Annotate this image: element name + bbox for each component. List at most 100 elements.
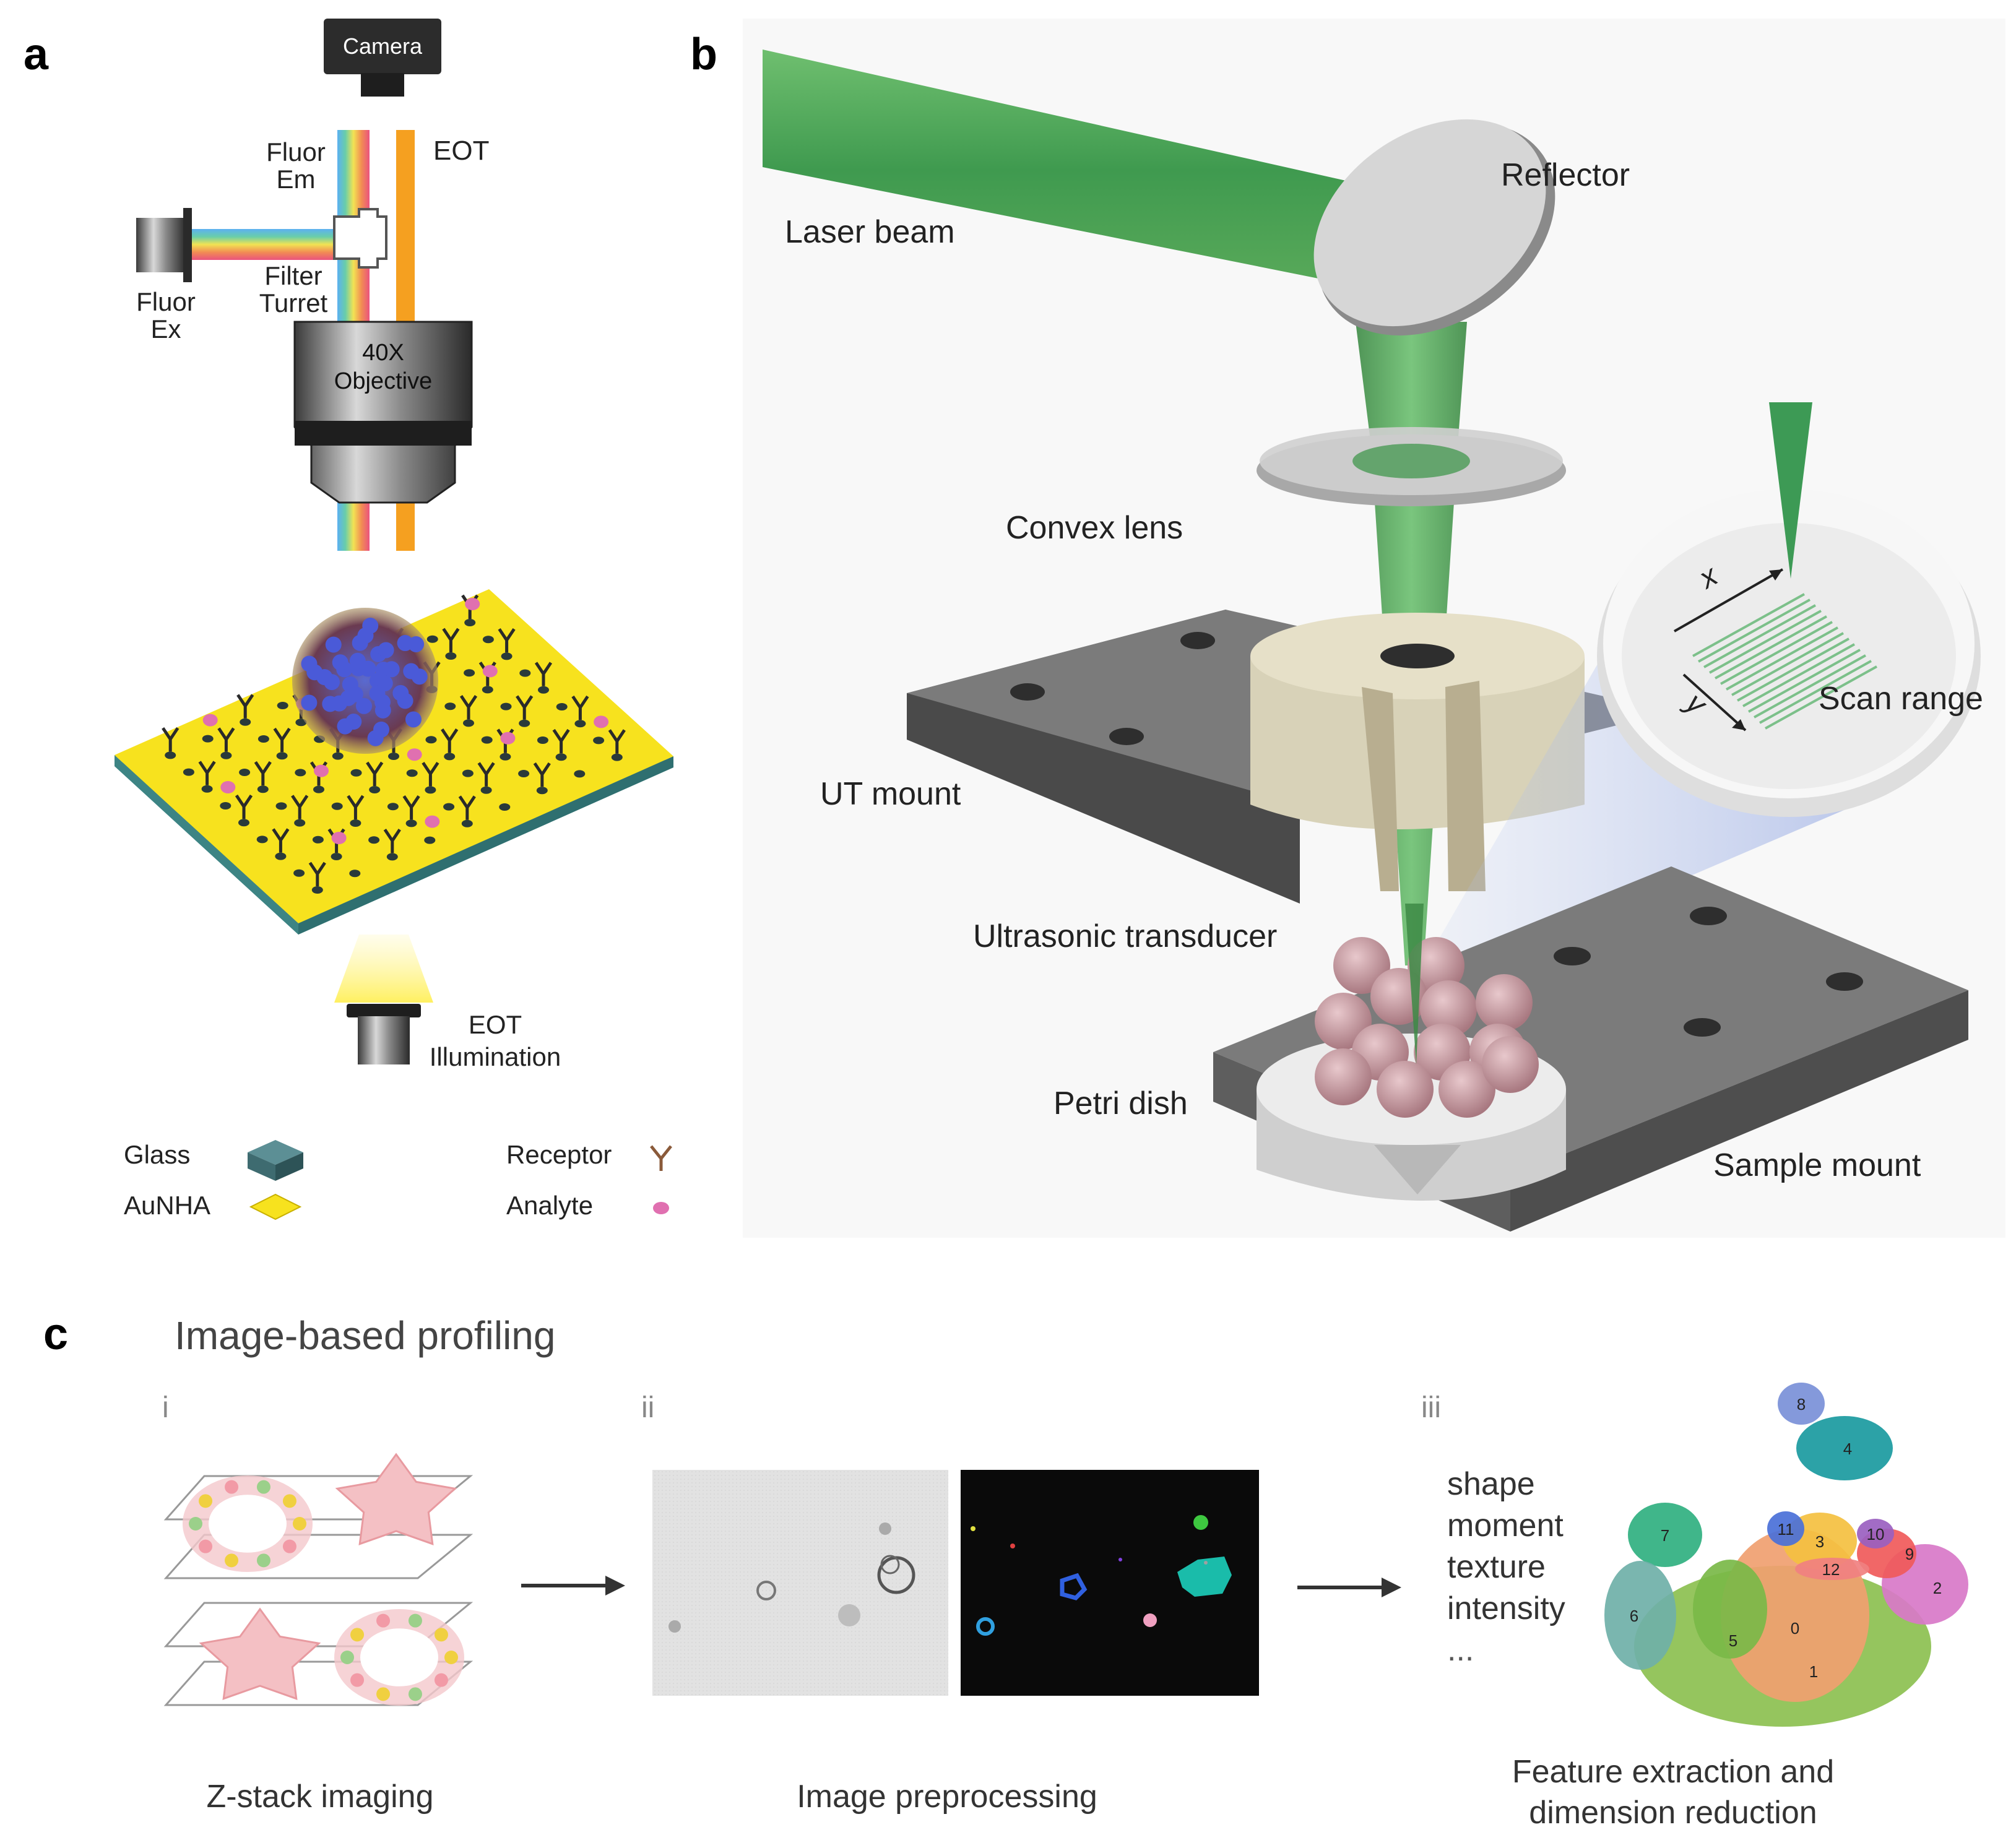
nanohole	[461, 819, 473, 827]
panel-b-letter: b	[690, 30, 717, 79]
umap-cluster-label-2: 2	[1933, 1579, 1942, 1597]
organoid-cell	[405, 711, 422, 728]
umap-cluster-8	[1778, 1383, 1825, 1425]
nanohole	[538, 686, 549, 694]
organoid-cell	[378, 642, 394, 658]
spheroid	[1377, 1061, 1434, 1118]
nanohole	[350, 819, 361, 827]
nanohole	[555, 753, 567, 761]
umap-cluster-label-10: 10	[1867, 1525, 1885, 1544]
nanohole	[593, 736, 605, 745]
eot-illumination-label-2: Illumination	[430, 1042, 561, 1071]
spheroid	[1476, 974, 1533, 1031]
organoid-cell	[340, 689, 357, 706]
organoid-cell	[282, 1494, 296, 1508]
arrow-2-icon	[1297, 1578, 1401, 1597]
legend-glass-label: Glass	[124, 1140, 190, 1169]
receptor	[422, 762, 439, 787]
receptor	[571, 695, 589, 720]
umap-cluster-label-4: 4	[1843, 1440, 1852, 1458]
organoid-cell	[332, 654, 348, 671]
nanohole	[238, 819, 249, 827]
scan-range-inset: x y	[1597, 402, 1981, 817]
organoid-cell	[408, 636, 425, 652]
nanohole	[295, 719, 307, 727]
legend-receptor-label: Receptor	[506, 1140, 612, 1169]
umap-cluster-label-7: 7	[1661, 1526, 1669, 1545]
analyte	[425, 815, 440, 828]
organoid-cell	[293, 1517, 306, 1531]
analyte	[500, 732, 516, 745]
umap-cluster-label-8: 8	[1797, 1395, 1806, 1414]
reflector-icon	[1313, 119, 1555, 336]
filter-turret-label-2: Turret	[259, 288, 328, 317]
scan-line	[1731, 632, 1844, 696]
organoid-cell	[301, 655, 318, 672]
ultrasonic-transducer-label: Ultrasonic transducer	[973, 918, 1277, 954]
receptor	[308, 861, 326, 886]
objective-icon: 40X Objective	[293, 321, 473, 504]
panel-a-letter: a	[24, 30, 49, 79]
analyte	[407, 748, 422, 761]
nanohole	[165, 751, 176, 759]
spheroid	[1482, 1036, 1539, 1093]
receptor	[477, 762, 495, 787]
receptor	[534, 662, 553, 686]
analyte	[594, 715, 609, 728]
organoid-cell	[316, 669, 333, 686]
nanohole	[464, 669, 475, 677]
organoid-cell	[374, 702, 391, 719]
spheroid	[1438, 1061, 1495, 1118]
scan-line	[1698, 598, 1811, 663]
nanohole	[426, 635, 438, 643]
nanohole	[462, 769, 474, 777]
umap-cluster-label-3: 3	[1815, 1532, 1824, 1551]
nanohole	[202, 735, 214, 743]
laser-beam	[763, 50, 1380, 291]
receptor	[459, 695, 478, 720]
nanohole	[183, 768, 194, 776]
umap-cluster-6	[1604, 1561, 1676, 1670]
fluor-ex-label-2: Ex	[150, 314, 181, 343]
umap-cluster-label-9: 9	[1905, 1545, 1914, 1563]
nanohole	[293, 869, 305, 877]
organoid-cell	[337, 718, 353, 735]
nanohole	[311, 886, 323, 894]
segmentation-image	[961, 1470, 1259, 1696]
nanohole	[369, 786, 381, 793]
umap-cluster-label-11: 11	[1778, 1520, 1794, 1539]
sample-mount-label: Sample mount	[1713, 1147, 1921, 1183]
organoid-cell	[350, 1673, 365, 1687]
scan-line	[1748, 649, 1861, 713]
scan-line	[1715, 615, 1827, 680]
organoid-cell	[199, 1539, 213, 1553]
organoid-cell	[282, 1539, 296, 1553]
nanohole	[425, 786, 436, 794]
nanohole	[444, 702, 456, 710]
brightfield-image	[652, 1470, 948, 1696]
scan-line	[1720, 621, 1833, 685]
organoid-cell	[397, 693, 413, 709]
scan-line	[1737, 637, 1849, 702]
scan-beam	[1769, 402, 1812, 579]
organoid-star	[335, 1453, 457, 1545]
objective-label-2: Objective	[334, 368, 432, 394]
receptor	[236, 694, 254, 719]
analyte	[331, 832, 347, 844]
nanohole	[239, 769, 251, 776]
nanohole	[257, 735, 269, 743]
scan-line	[1726, 626, 1838, 691]
nanohole	[444, 753, 456, 761]
nanohole	[482, 686, 493, 694]
nanohole	[481, 736, 493, 744]
receptor	[254, 761, 272, 786]
scan-projection-cone	[1424, 644, 1857, 965]
scan-line	[1692, 593, 1805, 657]
filter-turret-icon	[333, 208, 387, 269]
organoid-lumen	[209, 1495, 287, 1553]
step-1-caption: Z-stack imaging	[207, 1779, 434, 1815]
fluor-ex-label-1: Fluor	[136, 287, 196, 316]
umap-cluster-4	[1796, 1416, 1893, 1480]
